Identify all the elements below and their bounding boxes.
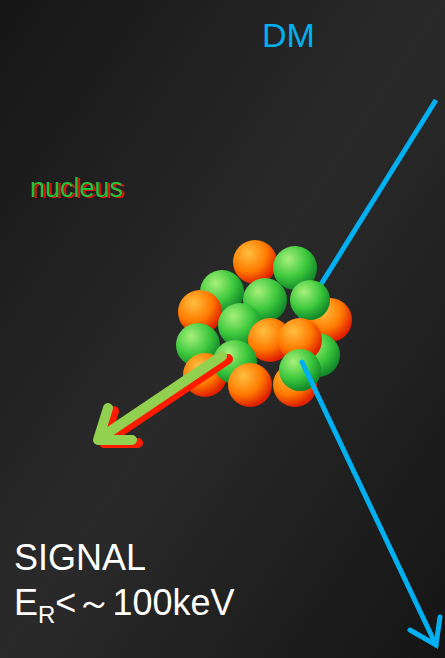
energy-symbol: E xyxy=(14,582,38,623)
signal-label: SIGNAL xyxy=(14,540,146,576)
dm-track-out xyxy=(302,362,440,645)
particle-label: DM xyxy=(262,18,315,52)
recoil-arrow xyxy=(98,356,228,443)
energy-subscript: R xyxy=(38,601,55,628)
energy-value: <～100keV xyxy=(55,582,234,623)
nucleus-label: nucleus xyxy=(30,175,123,202)
energy-label: ER<～100keV xyxy=(14,585,234,627)
